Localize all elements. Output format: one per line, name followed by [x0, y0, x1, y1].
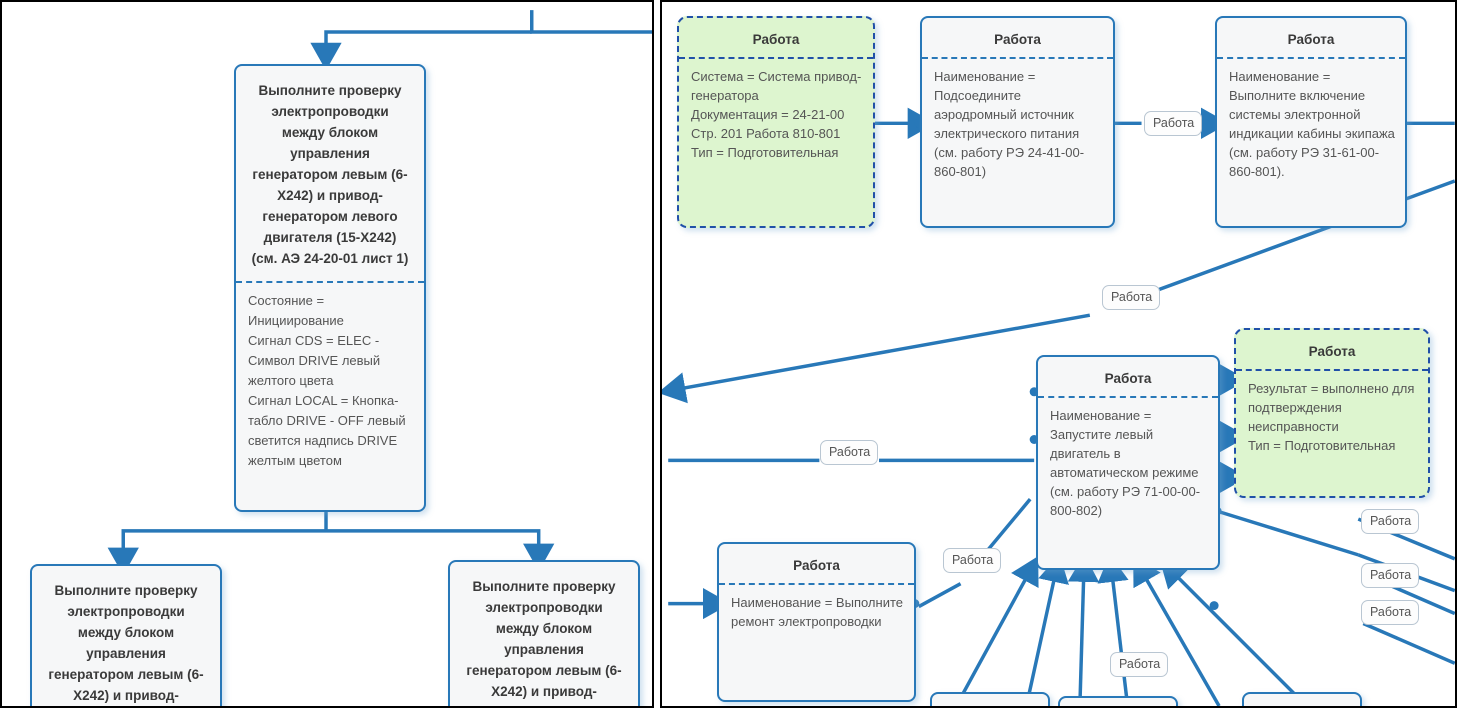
- node-header: Работа: [1287, 32, 1335, 47]
- attribute-name: Наименование = Запустите левый двигатель…: [1050, 408, 1201, 518]
- attribute-state: Состояние = Инициирование: [248, 293, 344, 328]
- edge-label-right-2[interactable]: Работа: [1361, 563, 1419, 588]
- attribute-result: Результат = выполнено для подтверждения …: [1248, 381, 1415, 434]
- node-separator: [719, 583, 914, 585]
- node-work-result-confirm-fault[interactable]: Работа Результат = выполнено для подтвер…: [1234, 328, 1430, 498]
- edge-label-diagonal[interactable]: Работа: [1102, 285, 1160, 310]
- node-attributes: Наименование = Выполните включение систе…: [1217, 59, 1405, 189]
- node-separator: [236, 281, 424, 283]
- right-canvas: Работа Система = Система привод-генерато…: [662, 2, 1455, 706]
- node-check-wiring-right-child[interactable]: Выполните проверку электропроводки между…: [448, 560, 640, 706]
- attribute-documentation: Документация = 24-21-00 Стр. 201 Работа …: [691, 107, 845, 141]
- right-diagram-panel: Работа Система = Система привод-генерато…: [660, 0, 1457, 708]
- left-diagram-panel: Выполните проверку электропроводки между…: [0, 0, 654, 708]
- node-work-repair-wiring[interactable]: Работа Наименование = Выполните ремонт э…: [717, 542, 916, 702]
- node-separator: [1236, 369, 1428, 371]
- attribute-cds-signal: Сигнал CDS = ELEC - Символ DRIVE левый ж…: [248, 333, 381, 388]
- node-separator: [922, 57, 1113, 59]
- attribute-name: Наименование = Выполните ремонт электроп…: [731, 595, 903, 629]
- node-partial-bottom-1[interactable]: [930, 692, 1050, 706]
- node-title: Выполните проверку электропроводки между…: [466, 579, 622, 699]
- node-check-wiring-left-child[interactable]: Выполните проверку электропроводки между…: [30, 564, 222, 706]
- attribute-system: Система = Система привод-генератора: [691, 69, 862, 103]
- edge-label-right-3[interactable]: Работа: [1361, 600, 1419, 625]
- node-attributes: Наименование = Подсоедините аэродромный …: [922, 59, 1113, 189]
- edge-label-bottom[interactable]: Работа: [1110, 652, 1168, 677]
- node-header: Работа: [1308, 344, 1356, 359]
- attribute-name: Наименование = Выполните включение систе…: [1229, 69, 1395, 179]
- edge-label-right-1[interactable]: Работа: [1361, 509, 1419, 534]
- node-separator: [1038, 396, 1218, 398]
- left-canvas: Выполните проверку электропроводки между…: [2, 2, 652, 706]
- node-work-system-prep[interactable]: Работа Система = Система привод-генерато…: [677, 16, 875, 228]
- node-header: Работа: [752, 32, 800, 47]
- node-partial-bottom-2[interactable]: [1058, 696, 1178, 706]
- node-attributes: Наименование = Запустите левый двигатель…: [1038, 398, 1218, 528]
- node-header: Работа: [793, 558, 840, 573]
- node-check-wiring-main[interactable]: Выполните проверку электропроводки между…: [234, 64, 426, 512]
- node-title: Выполните проверку электропроводки между…: [251, 83, 409, 266]
- attribute-local-signal: Сигнал LOCAL = Кнопка-табло DRIVE - OFF …: [248, 393, 406, 468]
- node-title: Выполните проверку электропроводки между…: [48, 583, 204, 703]
- node-header: Работа: [1104, 371, 1152, 386]
- node-attributes: Результат = выполнено для подтверждения …: [1236, 371, 1428, 463]
- node-attributes: Наименование = Выполните ремонт электроп…: [719, 585, 914, 639]
- edge-label-top-mid[interactable]: Работа: [1144, 111, 1202, 136]
- left-edges: [107, 10, 652, 576]
- attribute-type: Тип = Подготовительная: [691, 145, 839, 160]
- node-header: Работа: [994, 32, 1041, 47]
- node-attributes: Система = Система привод-генератора Доку…: [679, 59, 873, 170]
- node-separator: [679, 57, 873, 59]
- attribute-name: Наименование = Подсоедините аэродромный …: [934, 69, 1085, 179]
- node-work-start-left-engine[interactable]: Работа Наименование = Запустите левый дв…: [1036, 355, 1220, 570]
- node-work-enable-eids[interactable]: Работа Наименование = Выполните включени…: [1215, 16, 1407, 228]
- node-separator: [1217, 57, 1405, 59]
- node-work-connect-ground-power[interactable]: Работа Наименование = Подсоедините аэрод…: [920, 16, 1115, 228]
- attribute-type: Тип = Подготовительная: [1248, 438, 1396, 453]
- edge-label-left-mid[interactable]: Работа: [820, 440, 878, 465]
- edge-label-repair-out[interactable]: Работа: [943, 548, 1001, 573]
- right-edges: [662, 107, 1455, 706]
- node-partial-bottom-3[interactable]: [1242, 692, 1362, 706]
- node-attributes: Состояние = Инициирование Сигнал CDS = E…: [236, 283, 424, 477]
